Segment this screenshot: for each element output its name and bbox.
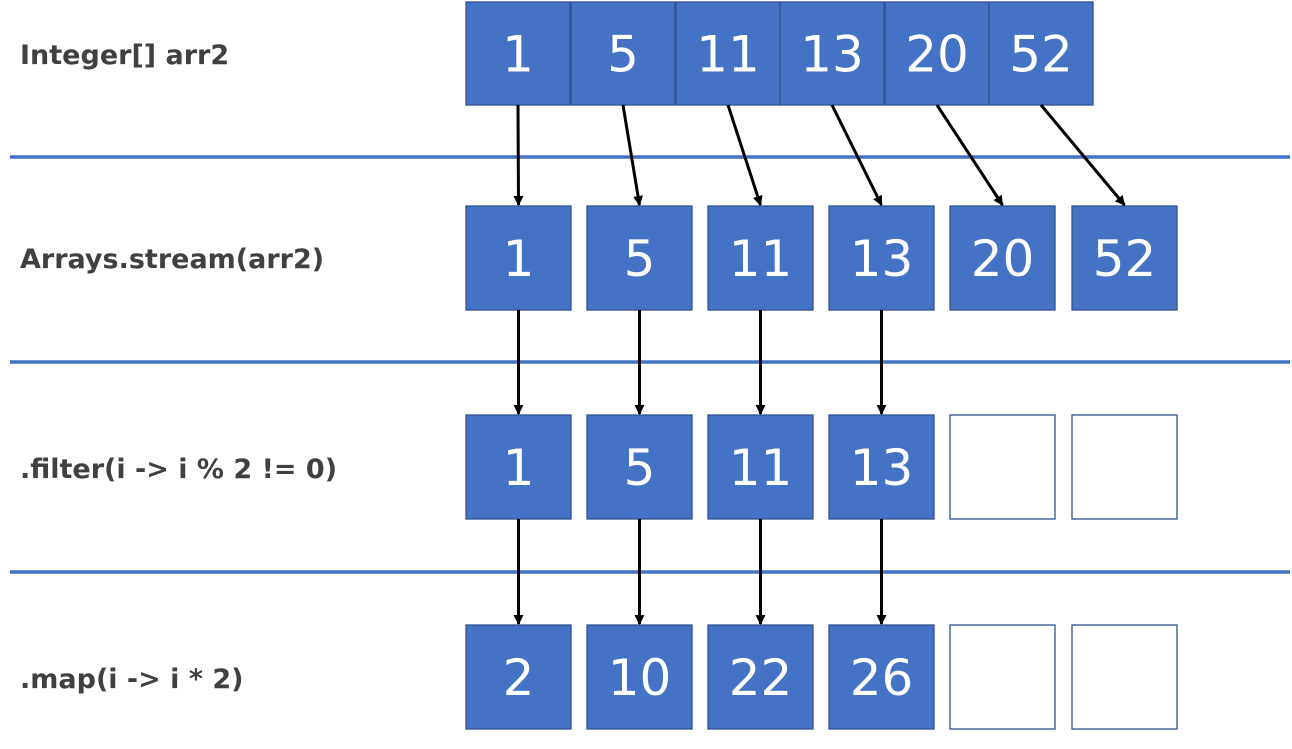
value-label: 5	[624, 230, 656, 288]
value-label: 52	[1093, 230, 1157, 288]
array-cell-2: 5	[570, 1, 676, 106]
arrows-layer	[513, 104, 1126, 625]
value-box	[465, 414, 572, 520]
cells-layer: 1 5 11 13 20 52 1 5 11 13 20 52 1 5 11 13 2 10 22 26	[465, 1, 1178, 730]
stream-cell-2: 5	[586, 205, 693, 311]
filter-cell-5	[949, 414, 1056, 520]
array-cell-6: 52	[988, 1, 1094, 106]
map-cell-5	[949, 624, 1056, 730]
value-label: 1	[502, 26, 534, 84]
map-cell-3: 22	[707, 624, 814, 730]
value-box	[586, 624, 693, 730]
value-box	[707, 205, 814, 311]
empty-box	[1071, 414, 1178, 520]
value-box	[707, 414, 814, 520]
value-box	[828, 414, 935, 520]
value-box	[1071, 205, 1178, 311]
value-label: 20	[905, 26, 969, 84]
flow-arrow	[726, 104, 763, 206]
value-label: 13	[800, 26, 864, 84]
value-box	[949, 205, 1056, 311]
array-cell-4: 13	[779, 1, 885, 106]
value-label: 11	[729, 230, 793, 288]
value-box	[675, 1, 781, 106]
value-box	[465, 624, 572, 730]
stream-cell-4: 13	[828, 205, 935, 311]
filter-cell-4: 13	[828, 414, 935, 520]
filter-cell-1: 1	[465, 414, 572, 520]
value-box	[707, 624, 814, 730]
value-box	[828, 624, 935, 730]
value-label: 22	[729, 649, 793, 707]
flow-arrow	[513, 104, 524, 206]
value-box	[570, 1, 676, 106]
filter-cell-6	[1071, 414, 1178, 520]
value-label: 1	[503, 230, 535, 288]
array-cell-3: 11	[675, 1, 781, 106]
value-label: 52	[1009, 26, 1073, 84]
value-label: 11	[696, 26, 760, 84]
value-label: 10	[608, 649, 672, 707]
row-label-filter: .filter(i -> i % 2 != 0)	[20, 454, 337, 485]
empty-box	[949, 414, 1056, 520]
map-cell-2: 10	[586, 624, 693, 730]
value-label: 2	[503, 649, 535, 707]
value-label: 1	[503, 439, 535, 497]
array-cell-5: 20	[884, 1, 990, 106]
map-cell-4: 26	[828, 624, 935, 730]
filter-cell-2: 5	[586, 414, 693, 520]
value-label: 13	[850, 439, 914, 497]
filter-cell-3: 11	[707, 414, 814, 520]
stream-cell-5: 20	[949, 205, 1056, 311]
flow-arrow	[830, 104, 883, 206]
row-label-map: .map(i -> i * 2)	[20, 664, 243, 695]
value-label: 5	[624, 439, 656, 497]
stream-cell-3: 11	[707, 205, 814, 311]
value-box	[586, 205, 693, 311]
flow-arrow	[1039, 104, 1126, 206]
empty-box	[1071, 624, 1178, 730]
value-label: 26	[850, 649, 914, 707]
value-box	[465, 1, 571, 106]
stream-cell-6: 52	[1071, 205, 1178, 311]
value-label: 20	[971, 230, 1035, 288]
stream-cell-1: 1	[465, 205, 572, 311]
map-cell-1: 2	[465, 624, 572, 730]
value-box	[828, 205, 935, 311]
value-label: 13	[850, 230, 914, 288]
array-cell-1: 1	[465, 1, 571, 106]
value-label: 11	[729, 439, 793, 497]
value-box	[465, 205, 572, 311]
value-box	[586, 414, 693, 520]
value-label: 5	[607, 26, 639, 84]
flow-arrow	[935, 104, 1004, 206]
flow-arrow	[621, 104, 643, 206]
empty-box	[949, 624, 1056, 730]
row-label-stream: Arrays.stream(arr2)	[20, 244, 324, 275]
map-cell-6	[1071, 624, 1178, 730]
row-label-array: Integer[] arr2	[20, 40, 229, 71]
